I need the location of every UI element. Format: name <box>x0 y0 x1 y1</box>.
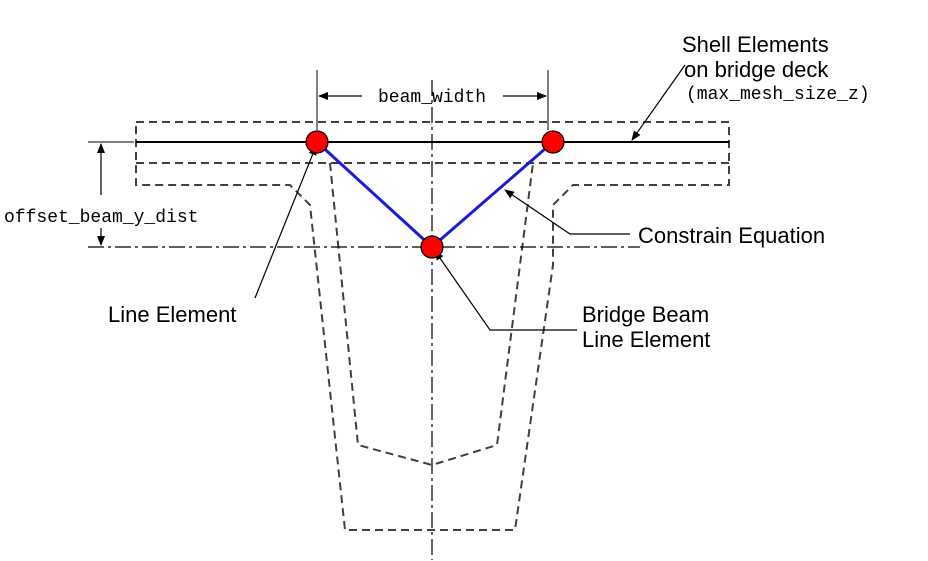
node-right <box>541 130 565 154</box>
deck-beam-outer-outline <box>135 121 730 531</box>
shell-elements-leader <box>631 64 686 141</box>
bridge-beam-label-line1: Bridge Beam <box>582 302 709 327</box>
beam-inner-outline <box>329 162 534 467</box>
max-mesh-size-label: (max_mesh_size_z) <box>686 85 870 105</box>
constraint-line-right <box>431 140 554 249</box>
offset-beam-y-dist-label: offset_beam_y_dist <box>4 208 198 228</box>
constrain-equation-label: Constrain Equation <box>638 223 825 248</box>
line-element-label: Line Element <box>108 302 236 327</box>
bridge-beam-label-line2: Line Element <box>582 327 710 352</box>
node-left <box>305 130 329 154</box>
line-element-leader <box>254 145 317 299</box>
constrain-equation-leader <box>504 189 630 235</box>
bridge-beam-leader <box>434 250 577 331</box>
constraint-line-left <box>315 140 434 249</box>
shell-elements-label-line2: on bridge deck <box>684 57 829 82</box>
node-beam <box>420 235 444 259</box>
beam-width-label: beam_width <box>378 88 486 108</box>
shell-elements-label-line1: Shell Elements <box>682 32 829 57</box>
